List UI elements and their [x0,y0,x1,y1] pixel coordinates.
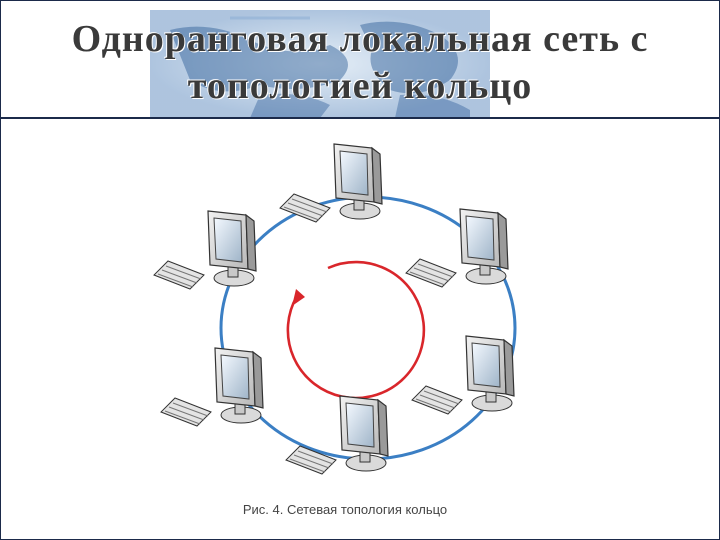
slide-header: Одноранговая локальная сеть с топологией… [0,0,720,118]
header-divider [0,117,720,119]
slide-title: Одноранговая локальная сеть с топологией… [0,16,720,110]
workstation-bottom [285,395,389,475]
globe-background [150,10,490,118]
slide-title-line-2: топологией кольцо [187,65,533,107]
workstation-upper-left [153,210,257,290]
direction-arrow-icon [286,260,426,400]
workstation-upper-right [405,208,509,288]
figure-caption: Рис. 4. Сетевая топология кольцо [242,502,448,517]
slide-title-line-1: Одноранговая локальная сеть с [71,18,649,60]
workstation-top [279,143,383,223]
workstation-lower-left [160,347,264,427]
workstation-lower-right [411,335,515,415]
